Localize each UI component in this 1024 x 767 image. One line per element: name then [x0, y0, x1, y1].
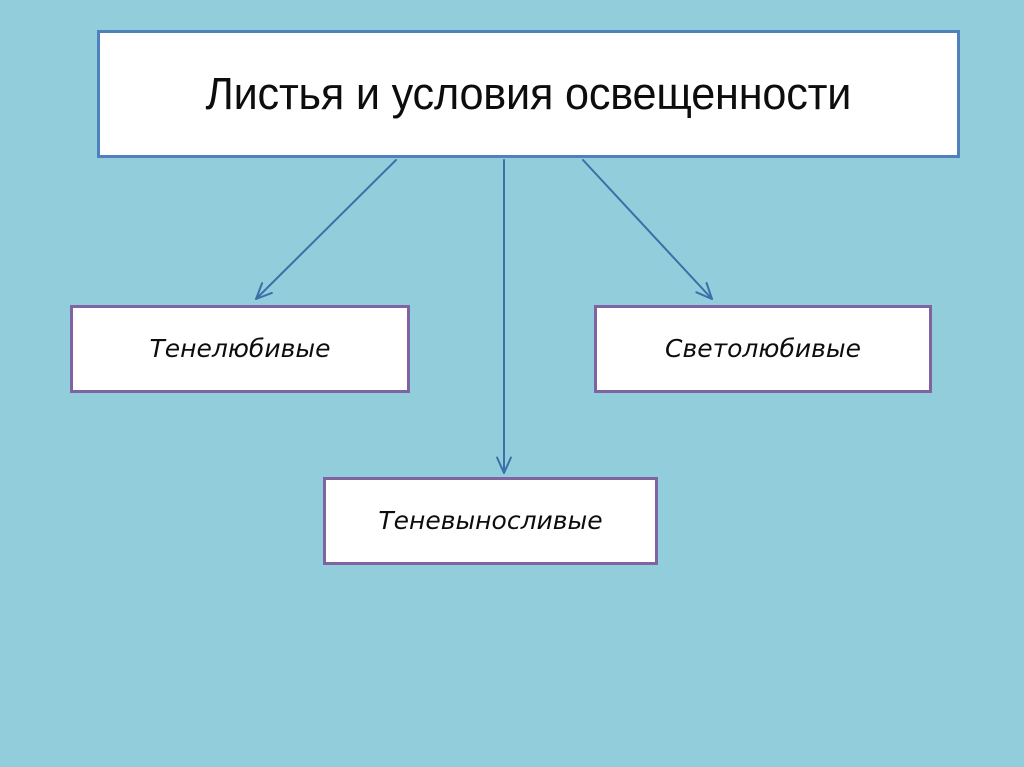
arrow-to-shade-loving-head	[255, 282, 273, 300]
node-title-leaves-and-light-conditions: Листья и условия освещенности	[97, 30, 960, 158]
node-shade-loving-label: Тенелюбивые	[149, 334, 331, 364]
arrow-to-shade-tolerant-head	[496, 456, 512, 474]
arrow-to-light-loving-shaft	[582, 159, 713, 300]
node-shade-loving: Тенелюбивые	[70, 305, 410, 393]
node-light-loving: Светолюбивые	[594, 305, 932, 393]
arrow-to-light-loving-head	[695, 281, 713, 300]
node-title-label: Листья и условия освещенности	[205, 68, 852, 120]
node-shade-tolerant: Теневыносливые	[323, 477, 658, 565]
node-shade-tolerant-label: Теневыносливые	[378, 506, 603, 536]
arrow-to-shade-loving-shaft	[255, 159, 397, 300]
node-light-loving-label: Светолюбивые	[665, 334, 861, 364]
